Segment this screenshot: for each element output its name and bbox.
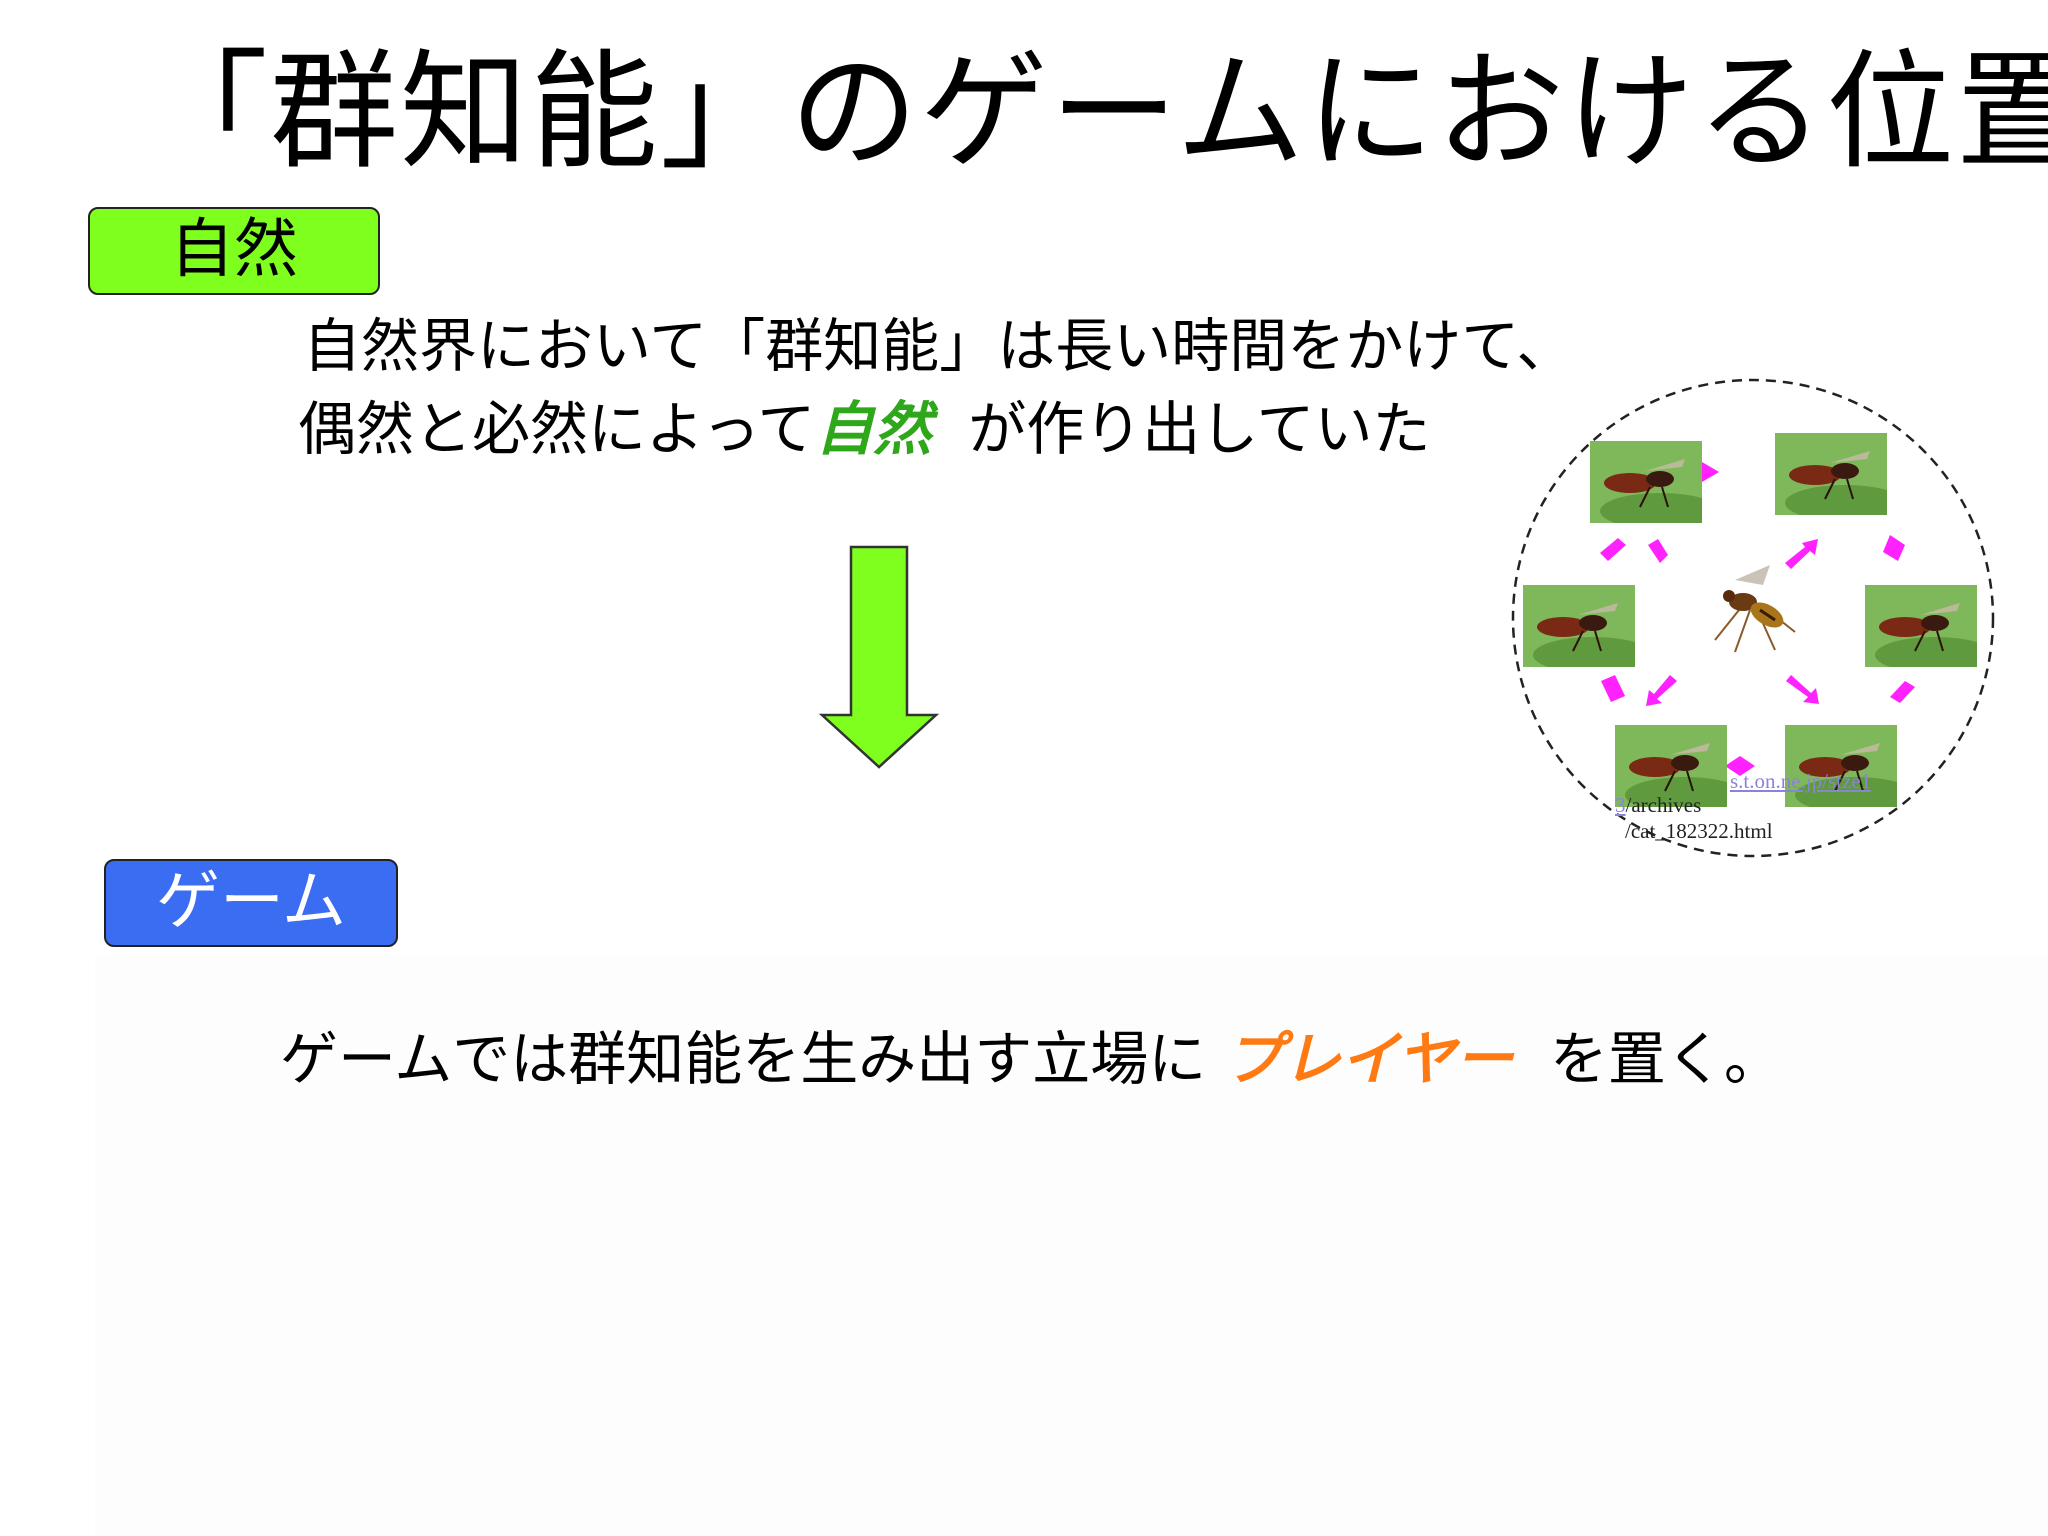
connector-lower-right [1890,681,1915,703]
image-source-line2: 3/archives [1615,792,1701,818]
inner-arrow-ll [1646,675,1677,706]
nature-accent: 自然 [815,395,932,463]
wasp-photo [1775,433,1887,515]
image-source-line1[interactable]: s.t.on.ne.jp/stze1 [1730,768,1871,794]
connector-upper-left [1600,538,1626,561]
center-wasp-photo [1714,565,1796,653]
image-source-line2-rest: /archives [1625,793,1702,817]
inner-arrow-ul [1648,539,1668,563]
inner-arrow-ur [1785,539,1818,569]
nature-text-line2-pre: 偶然と必然によって [298,395,816,463]
nature-text-line2: 偶然と必然によって自然 が作り出していた [298,390,1431,468]
nature-text-line1: 自然界において「群知能」は長い時間をかけて、 [303,312,1575,380]
connector-upper-right [1883,535,1905,561]
inner-arrow-lr [1786,675,1819,704]
game-text: ゲームでは群知能を生み出す立場に プレイヤー を置く。 [280,1020,1782,1098]
game-text-pre: ゲームでは群知能を生み出す立場に [280,1025,1207,1093]
image-source-link[interactable]: s.t.on.ne.jp/stze1 [1730,769,1872,793]
image-source-line3: /cat_182322.html [1625,819,1773,843]
connector-bottom [1725,756,1755,776]
down-arrow-icon [818,545,940,769]
game-label: ゲーム [104,859,398,947]
wasp-photo [1785,725,1897,807]
slide-title: 「群知能」のゲームにおける位置 [140,38,2048,187]
swarm-diagram: s.t.on.ne.jp/stze1 3/archives /cat_18232… [1505,375,2005,863]
wasp-photo [1523,585,1635,667]
wasp-photo [1615,725,1727,807]
game-text-post: を置く。 [1549,1025,1782,1093]
wasp-photo [1865,585,1977,667]
nature-label: 自然 [88,207,380,295]
wasp-photo [1590,441,1702,523]
connector-lower-left [1601,675,1625,702]
slide-background-panel [95,955,2048,1536]
game-accent: プレイヤー [1224,1025,1513,1093]
nature-text-line2-post: が作り出していた [968,395,1431,463]
image-source-link-part2[interactable]: 3 [1615,793,1626,817]
